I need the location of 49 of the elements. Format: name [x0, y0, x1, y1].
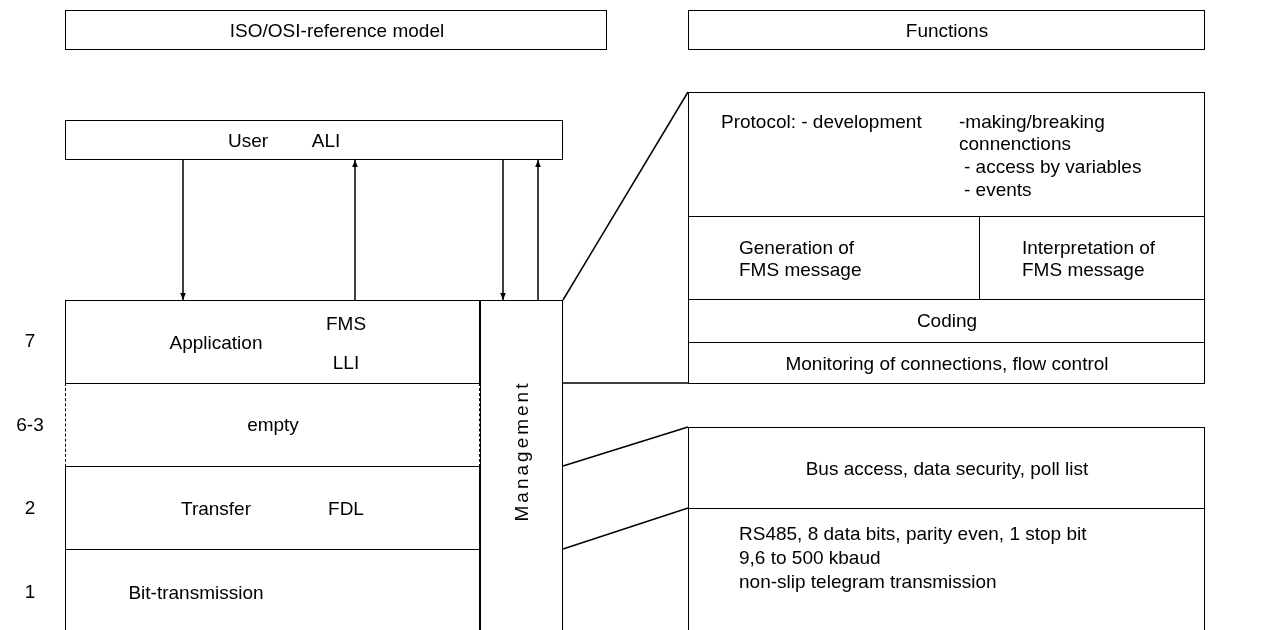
- function-text: Protocol: - development: [721, 111, 922, 133]
- leader-line: [562, 382, 689, 384]
- arrow: [180, 159, 186, 301]
- function-text: non-slip telegram transmission: [739, 571, 997, 593]
- layer-number: 2: [24, 497, 36, 519]
- function-box: [688, 427, 1205, 509]
- layer-box: [65, 383, 480, 467]
- layer-box: [65, 466, 480, 550]
- leader-line: [562, 507, 689, 550]
- sublayer-label: FDL: [328, 498, 364, 520]
- layer-name: empty: [247, 414, 299, 436]
- leader-line: [562, 426, 689, 467]
- layer-box: [65, 549, 480, 630]
- leader-line: [562, 91, 689, 301]
- function-text: Bus access, data security, poll list: [805, 458, 1089, 480]
- layer-number: 6-3: [16, 414, 44, 436]
- layer-number: 7: [24, 330, 36, 352]
- sublayer-label: FMS: [325, 313, 367, 335]
- function-box: [688, 299, 1205, 343]
- heading: ISO/OSI-reference model: [229, 20, 445, 42]
- function-text: Monitoring of connections, flow control: [785, 353, 1109, 375]
- layer-name: Bit-transmission: [128, 582, 264, 604]
- layer-box: [65, 300, 480, 384]
- user-interface-box: [65, 120, 563, 160]
- title-box: [65, 10, 607, 50]
- arrow: [535, 159, 541, 301]
- sublayer-label: LLI: [332, 352, 360, 374]
- heading: Functions: [905, 20, 989, 42]
- function-text: -making/breaking connenctions: [959, 111, 1106, 155]
- function-text: RS485, 8 data bits, parity even, 1 stop bit: [739, 523, 1087, 545]
- function-text: Generation of FMS message: [739, 237, 863, 281]
- management-column: [480, 300, 563, 630]
- function-box: [688, 508, 1205, 630]
- arrow: [500, 159, 506, 301]
- function-text: Interpretation of FMS message: [1022, 237, 1157, 281]
- interface-label: ALI: [311, 130, 341, 152]
- interface-label: User: [227, 130, 269, 152]
- layer-number: 1: [24, 581, 36, 603]
- arrow: [352, 159, 358, 301]
- function-text: Coding: [916, 310, 978, 332]
- column-label: Management: [511, 380, 533, 522]
- title-box: [688, 10, 1205, 50]
- function-text: - events: [964, 179, 1032, 201]
- function-box: [688, 92, 1205, 217]
- function-box: [688, 342, 1205, 384]
- function-text: 9,6 to 500 kbaud: [739, 547, 881, 569]
- layer-name: Application: [169, 332, 263, 354]
- layer-name: Transfer: [181, 498, 251, 520]
- function-text: - access by variables: [964, 156, 1142, 178]
